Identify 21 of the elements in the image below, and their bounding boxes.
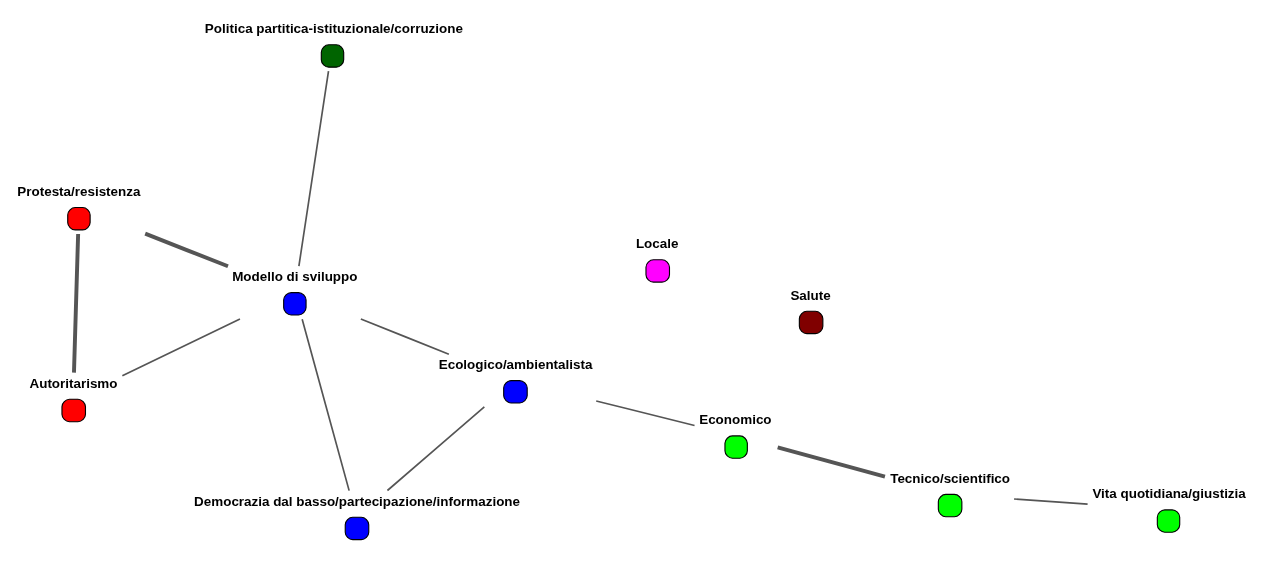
- node-label: Locale: [635, 235, 679, 251]
- connector: [595, 399, 696, 426]
- connector: [301, 317, 350, 491]
- node-label: Politica partitica-istituzionale/corruzione: [204, 20, 463, 36]
- connector: [360, 317, 450, 355]
- node-label: Tecnico/scientifico: [890, 470, 1011, 486]
- connector: [386, 405, 486, 491]
- connector: [121, 317, 241, 376]
- node-label: Vita quotidiana/giustizia: [1092, 485, 1246, 501]
- connector: [144, 231, 229, 268]
- node-label: Autoritarismo: [29, 375, 118, 391]
- connector: [298, 69, 330, 267]
- node-label: Economico: [699, 411, 772, 427]
- connector: [1013, 497, 1089, 505]
- node-label: Salute: [790, 287, 831, 303]
- node-label: Protesta/resistenza: [17, 183, 141, 199]
- connector: [72, 233, 81, 373]
- node-label: Democrazia dal basso/partecipazione/informazione: [194, 493, 521, 509]
- node-label: Modello di sviluppo: [232, 268, 358, 284]
- node-label: Ecologico/ambientalista: [438, 356, 593, 372]
- connector: [777, 444, 886, 479]
